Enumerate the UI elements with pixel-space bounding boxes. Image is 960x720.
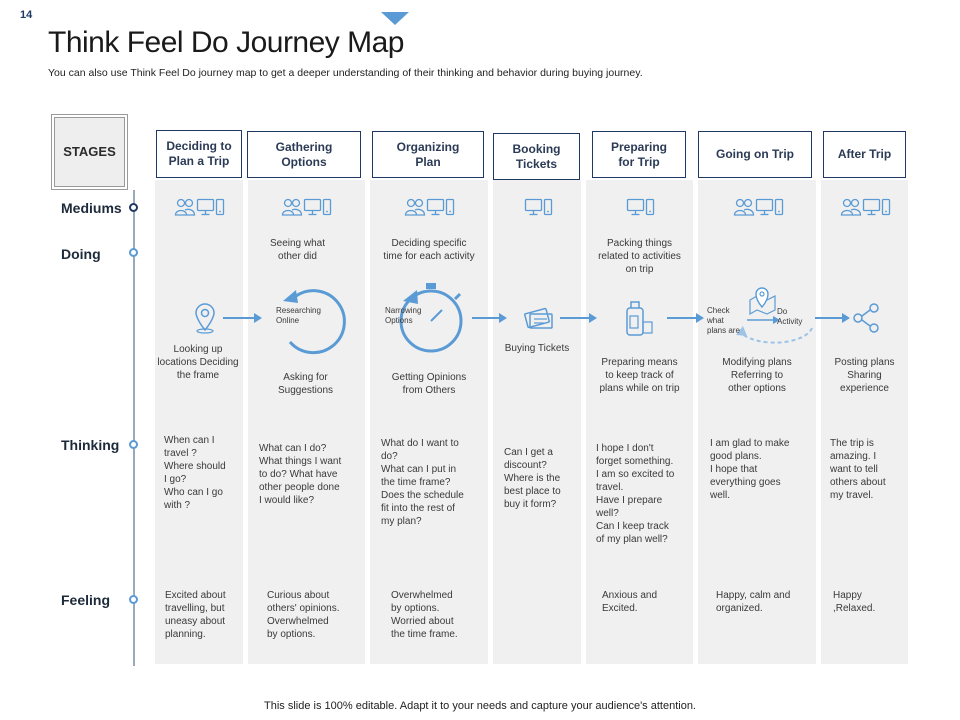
stage-label: Organizing Plan xyxy=(396,139,460,169)
cycle-arrow-icon xyxy=(283,289,346,355)
doing-top-5: Packing things related to activities on … xyxy=(598,238,681,275)
arrow-icon xyxy=(472,313,507,323)
stage-label: Gathering Options xyxy=(275,139,333,169)
return-arrow-icon xyxy=(736,326,813,344)
stage-organizing: Organizing Plan xyxy=(372,131,484,178)
stages-label: STAGES xyxy=(63,143,116,159)
arrow-icon xyxy=(747,316,780,324)
map-pin-icon xyxy=(749,287,776,316)
location-pin-icon xyxy=(195,303,215,334)
column-bg-7 xyxy=(821,180,908,664)
column-bg-5 xyxy=(586,180,693,664)
stage-label: After Trip xyxy=(837,147,892,161)
stages-frame-inner xyxy=(54,117,125,187)
page-subtitle: You can also use Think Feel Do journey m… xyxy=(48,67,643,79)
stage-going: Going on Trip xyxy=(698,131,812,178)
stopwatch-icon xyxy=(399,283,463,353)
row-label-doing: Doing xyxy=(61,246,101,262)
doing-top-2: Seeing what other did xyxy=(269,238,326,262)
arrow-icon xyxy=(667,313,704,323)
stage-label: Booking Tickets xyxy=(512,141,561,171)
doing-top-3: Deciding specific time for each activity xyxy=(383,238,475,262)
stage-label: Preparing for Trip xyxy=(610,139,667,169)
stage-label: Deciding to Plan a Trip xyxy=(166,139,232,168)
arrow-icon xyxy=(223,313,262,323)
stages-frame xyxy=(51,114,128,190)
thinking-4: Can I get a discount? Where is the best … xyxy=(504,447,561,510)
thinking-7: The trip is amazing. I want to tell othe… xyxy=(830,438,886,501)
feeling-7: Happy ,Relaxed. xyxy=(833,590,876,614)
row-label-feeling: Feeling xyxy=(61,592,111,608)
stage-booking: Booking Tickets xyxy=(493,133,580,180)
ticket-icon xyxy=(524,307,553,329)
doing-bottom-4: Buying Tickets xyxy=(504,343,570,354)
footer-note: This slide is 100% editable. Adapt it to… xyxy=(264,700,696,712)
thinking-1: When can I travel ? Where should I go? W… xyxy=(164,435,226,511)
feeling-5: Anxious and Excited. xyxy=(602,590,658,614)
doing-bottom-1: Looking up locations Deciding the frame xyxy=(157,344,239,381)
column-bg-3 xyxy=(370,180,488,664)
stage-gathering: Gathering Options xyxy=(247,131,361,178)
row-label-mediums: Mediums xyxy=(61,200,122,216)
doing-bottom-3: Getting Opinions from Others xyxy=(391,372,467,396)
flow-label-check: Check what plans are xyxy=(707,306,740,335)
slide-number: 14 xyxy=(20,9,33,21)
row-label-thinking: Thinking xyxy=(61,437,120,453)
doing-bottom-6: Modifying plans Referring to other optio… xyxy=(722,357,792,394)
timeline-dot-thinking xyxy=(129,440,138,449)
triangle-marker-icon xyxy=(381,12,409,25)
doing-bottom-7: Posting plans Sharing experience xyxy=(834,357,895,394)
thinking-3: What do I want to do? What can I put in … xyxy=(381,438,464,527)
feeling-3: Overwhelmed by options. Worried about th… xyxy=(391,590,458,640)
thinking-6: I am glad to make good plans. I hope tha… xyxy=(710,438,790,501)
column-bg-2 xyxy=(248,180,365,664)
feeling-2: Curious about others' opinions. Overwhel… xyxy=(267,590,340,640)
page-title: Think Feel Do Journey Map xyxy=(48,26,405,59)
feeling-1: Excited about travelling, but uneasy abo… xyxy=(165,590,226,640)
stage-label: Going on Trip xyxy=(716,147,794,161)
thinking-5: I hope I don't forget something. I am so… xyxy=(596,443,675,545)
column-bg-1 xyxy=(155,180,243,664)
timeline-line xyxy=(133,190,135,666)
stage-preparing: Preparing for Trip xyxy=(592,131,686,178)
doing-bottom-2: Asking for Suggestions xyxy=(277,372,334,396)
share-icon xyxy=(853,303,879,333)
column-bg-6 xyxy=(698,180,816,664)
luggage-icon xyxy=(626,301,653,336)
timeline-dot-doing xyxy=(129,248,138,257)
stage-deciding: Deciding to Plan a Trip xyxy=(156,130,242,178)
column-bg-4 xyxy=(493,180,581,664)
flow-label-researching: Researching Online xyxy=(276,306,321,325)
feeling-6: Happy, calm and organized. xyxy=(716,590,791,614)
flow-label-narrowing: Narrowing Options xyxy=(385,306,422,325)
timeline-dot-feeling xyxy=(129,595,138,604)
timeline-dot-mediums xyxy=(129,203,138,212)
stage-after: After Trip xyxy=(823,131,906,178)
arrow-icon xyxy=(815,313,850,323)
thinking-2: What can I do? What things I want to do?… xyxy=(259,443,342,506)
arrow-icon xyxy=(560,313,597,323)
flow-label-do: Do Activity xyxy=(777,307,803,326)
doing-bottom-5: Preparing means to keep track of plans w… xyxy=(599,357,680,394)
